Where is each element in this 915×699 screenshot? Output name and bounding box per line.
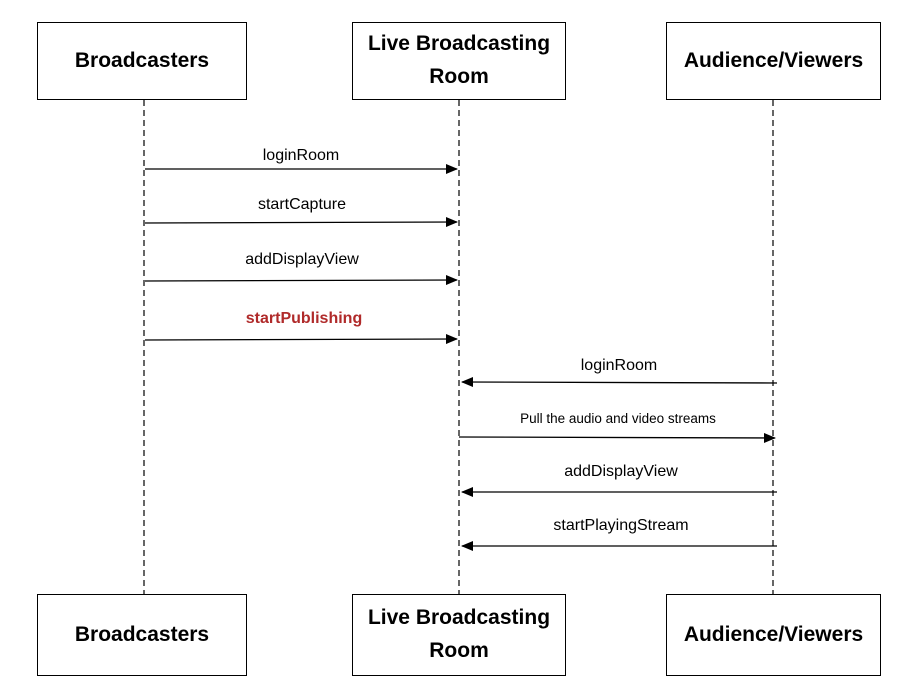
message-add-display-view: addDisplayView <box>144 251 458 286</box>
participant-label: Audience/Viewers <box>683 623 864 646</box>
message-label: loginRoom <box>581 357 657 374</box>
message-label: startPlayingStream <box>553 517 688 534</box>
participant-box-broadcasters-bottom: Broadcasters <box>37 594 247 676</box>
message-label: Pull the audio and video streams <box>520 411 716 426</box>
message-pull-streams: Pull the audio and video streams <box>458 411 776 443</box>
message-label: addDisplayView <box>245 251 359 268</box>
message-audience-login-room: loginRoom <box>461 357 778 388</box>
message-arrow <box>144 275 458 286</box>
message-label: startPublishing <box>246 310 362 327</box>
message-arrow <box>144 334 458 345</box>
participant-label: Broadcasters <box>74 49 210 72</box>
message-audience-add-display-view: addDisplayView <box>461 463 777 497</box>
message-login-room: loginRoom <box>145 147 458 174</box>
participant-box-audience-bottom: Audience/Viewers <box>666 594 881 676</box>
message-arrow <box>144 217 458 228</box>
message-arrow <box>461 377 778 388</box>
participant-label: Audience/Viewers <box>683 49 864 72</box>
message-label: startCapture <box>258 196 346 213</box>
participant-label: Broadcasters <box>74 623 210 646</box>
message-label: loginRoom <box>263 147 339 164</box>
participant-box-broadcasters-top: Broadcasters <box>37 22 247 100</box>
participant-box-audience-top: Audience/Viewers <box>666 22 881 100</box>
participant-box-room-top: Live Broadcasting Room <box>352 22 566 100</box>
participant-label: Live Broadcasting Room <box>367 606 551 662</box>
participant-label: Live Broadcasting Room <box>367 32 551 88</box>
message-arrow <box>458 432 776 443</box>
message-start-capture: startCapture <box>144 196 458 228</box>
message-start-publishing: startPublishing <box>144 310 458 345</box>
participant-box-room-bottom: Live Broadcasting Room <box>352 594 566 676</box>
message-label: addDisplayView <box>564 463 678 480</box>
message-start-playing-stream: startPlayingStream <box>461 517 777 551</box>
